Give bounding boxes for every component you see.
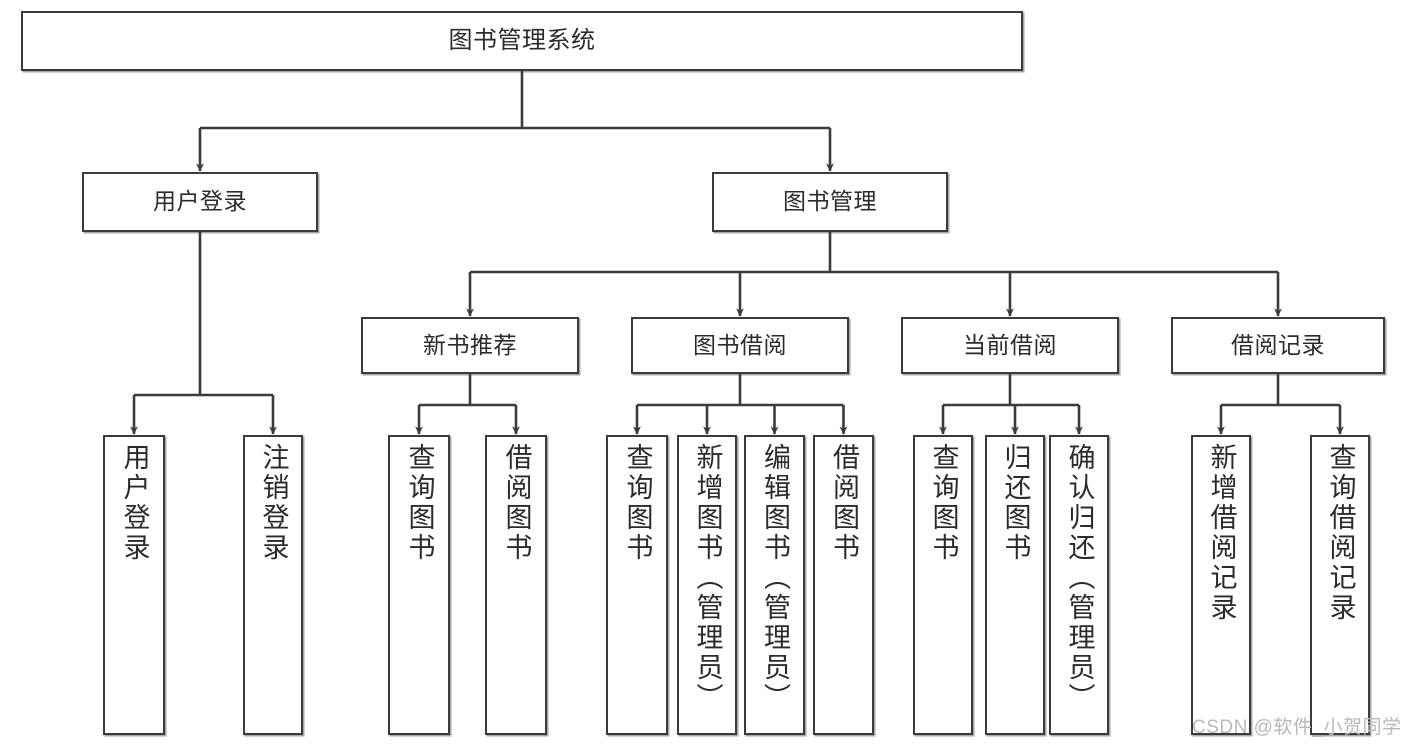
node-leaf-new-1[interactable]: 查询图书 <box>388 435 450 735</box>
node-label: 确认归还（管理员） <box>1064 443 1095 713</box>
node-label: 归还图书 <box>1000 443 1031 563</box>
node-label: 借阅记录 <box>1231 331 1325 358</box>
node-newbook[interactable]: 新书推荐 <box>361 317 579 374</box>
node-leaf-login-2[interactable]: 注销登录 <box>243 435 303 735</box>
node-label: 当前借阅 <box>963 331 1057 358</box>
node-label: 查询图书 <box>622 443 653 563</box>
node-label: 图书借阅 <box>693 331 787 358</box>
node-current[interactable]: 当前借阅 <box>901 317 1119 374</box>
node-bookmgmt[interactable]: 图书管理 <box>712 172 948 232</box>
node-label: 借阅图书 <box>501 443 532 563</box>
node-label: 图书管理 <box>783 188 877 215</box>
node-label: 查询借阅记录 <box>1325 443 1356 623</box>
node-leaf-borrow-4[interactable]: 借阅图书 <box>813 435 874 735</box>
node-borrow[interactable]: 图书借阅 <box>631 317 849 374</box>
node-leaf-cur-1[interactable]: 查询图书 <box>913 435 973 735</box>
node-label: 查询图书 <box>928 443 959 563</box>
node-leaf-rec-1[interactable]: 新增借阅记录 <box>1191 435 1251 735</box>
node-label: 用户登录 <box>119 443 150 563</box>
node-leaf-borrow-3[interactable]: 编辑图书（管理员） <box>744 435 805 735</box>
node-label: 新书推荐 <box>423 331 517 358</box>
node-login[interactable]: 用户登录 <box>82 172 318 232</box>
node-label: 新增借阅记录 <box>1206 443 1237 623</box>
node-label: 新增图书（管理员） <box>692 443 723 713</box>
node-label: 图书管理系统 <box>448 26 596 54</box>
node-label: 注销登录 <box>258 443 289 563</box>
node-leaf-cur-2[interactable]: 归还图书 <box>985 435 1045 735</box>
node-root[interactable]: 图书管理系统 <box>21 11 1023 71</box>
node-leaf-borrow-1[interactable]: 查询图书 <box>606 435 668 735</box>
node-leaf-login-1[interactable]: 用户登录 <box>103 435 165 735</box>
node-label: 查询图书 <box>404 443 435 563</box>
node-records[interactable]: 借阅记录 <box>1171 317 1385 374</box>
node-leaf-borrow-2[interactable]: 新增图书（管理员） <box>677 435 737 735</box>
node-leaf-cur-3[interactable]: 确认归还（管理员） <box>1049 435 1109 735</box>
node-leaf-rec-2[interactable]: 查询借阅记录 <box>1310 435 1370 735</box>
csdn-watermark: CSDN @软件_小贺同学 <box>1192 717 1402 738</box>
node-label: 编辑图书（管理员） <box>760 443 790 713</box>
node-label: 借阅图书 <box>829 443 859 563</box>
node-label: 用户登录 <box>153 188 247 215</box>
node-leaf-new-2[interactable]: 借阅图书 <box>485 435 547 735</box>
